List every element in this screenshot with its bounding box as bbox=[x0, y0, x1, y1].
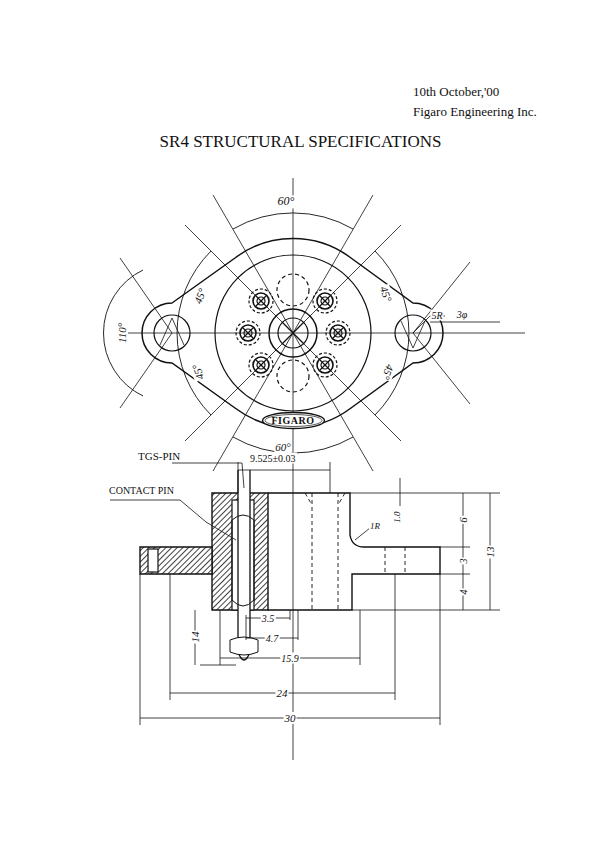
length-dimension: 3 bbox=[458, 558, 469, 565]
part-name: CONTACT PIN bbox=[108, 485, 175, 496]
length-dimension: 9.525±0.03 bbox=[249, 453, 297, 464]
angle-dimension: 45° bbox=[191, 286, 208, 306]
length-dimension: 30 bbox=[284, 712, 297, 724]
length-dimension: 24 bbox=[276, 687, 289, 699]
drawing-title: SR4 STRUCTURAL SPECIFICATIONS bbox=[0, 132, 601, 152]
angle-dimension: 110° bbox=[116, 322, 128, 344]
side-view bbox=[110, 462, 500, 725]
length-dimension: 13 bbox=[484, 546, 496, 559]
logo-text: FIGARO bbox=[261, 415, 326, 426]
length-dimension: 3.5 bbox=[261, 613, 276, 624]
radius-dimension: 1R bbox=[369, 522, 381, 532]
logo-oval: FIGARO bbox=[261, 411, 326, 430]
date-line: 10th October,'00 bbox=[412, 85, 500, 99]
radius-dimension: 5R bbox=[430, 310, 443, 321]
length-dimension: 4.7 bbox=[265, 633, 280, 644]
length-dimension: 6 bbox=[457, 516, 469, 524]
part-name: TGS-PIN bbox=[137, 450, 181, 462]
diameter-dimension: 3φ bbox=[456, 309, 469, 320]
length-dimension: 1.0 bbox=[393, 510, 403, 523]
length-dimension: 4 bbox=[458, 589, 469, 596]
angle-dimension: 45° bbox=[377, 284, 394, 304]
length-dimension: 15.9 bbox=[280, 653, 300, 664]
angle-dimension: 60° bbox=[277, 195, 296, 208]
top-view bbox=[104, 178, 525, 760]
angle-dimension: 60° bbox=[274, 441, 291, 453]
company-name: Figaro Engineering Inc. bbox=[412, 105, 538, 119]
angle-dimension: 45° bbox=[189, 362, 206, 382]
angle-dimension: 45° bbox=[379, 362, 396, 382]
length-dimension: 14 bbox=[189, 631, 201, 644]
